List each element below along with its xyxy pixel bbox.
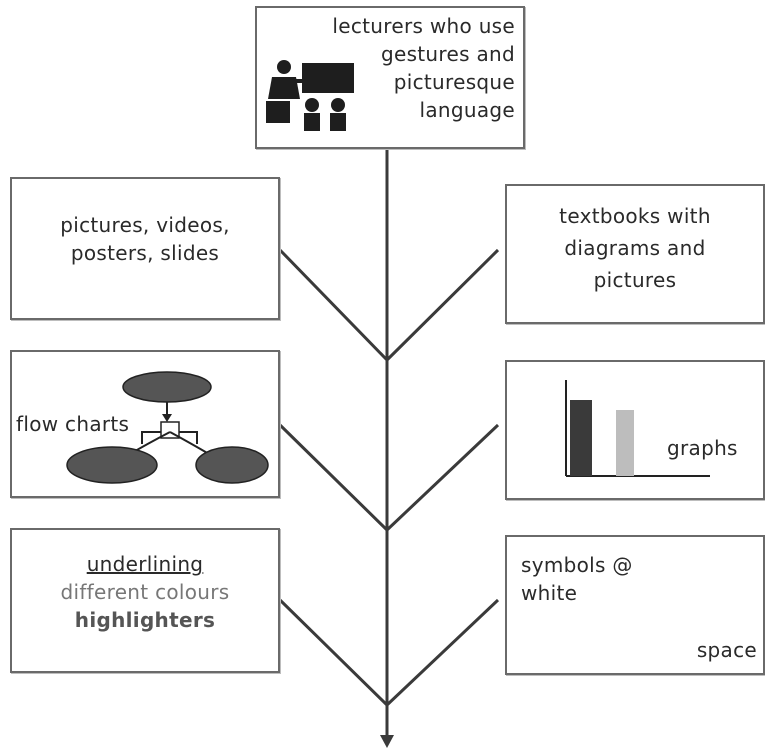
different-colours-text: different colours [60, 580, 230, 604]
right-box-symbols: symbols @ white space [505, 535, 765, 675]
highlighters-text: highlighters [74, 608, 216, 632]
left-box-pictures: pictures, videos, posters, slides [10, 177, 280, 320]
right-box-1-line-1: textbooks with [559, 204, 711, 228]
top-box-line-4: language [419, 98, 515, 122]
right-box-graphs: graphs [505, 360, 765, 500]
arrow-head-icon [380, 735, 394, 748]
bar-graph-icon [565, 380, 710, 477]
top-box-line-2: gestures and [380, 42, 515, 66]
left-box-flow-charts: flow charts [10, 350, 280, 498]
right-box-textbooks: textbooks with diagrams and pictures [505, 184, 765, 324]
lecturer-teaching-students-icon [266, 60, 354, 131]
top-box-line-1: lecturers who use [332, 14, 515, 38]
left-box-underlining: underlining different colours highlighte… [10, 528, 280, 673]
branch-left-3 [278, 598, 389, 707]
branch-right-1 [385, 248, 500, 362]
left-box-1-line-1: pictures, videos, [60, 213, 230, 237]
underlining-text: underlining [86, 552, 204, 576]
white-text: white [521, 581, 578, 605]
top-box: lecturers who use gestures and picturesq… [255, 6, 525, 149]
graphs-label: graphs [667, 436, 738, 460]
branch-right-2 [385, 423, 500, 532]
flowchart-ellipses-icon [66, 371, 269, 484]
branch-right-3 [385, 598, 500, 707]
branch-left-2 [278, 423, 389, 532]
flow-charts-label: flow charts [16, 410, 132, 438]
space-text: space [696, 638, 757, 662]
right-box-1-line-3: pictures [593, 268, 677, 292]
right-box-1-line-2: diagrams and [564, 236, 706, 260]
branch-left-1 [278, 248, 389, 362]
left-box-1-line-2: posters, slides [70, 241, 220, 265]
top-box-line-3: picturesque [393, 70, 515, 94]
symbols-text: symbols @ [521, 553, 633, 577]
